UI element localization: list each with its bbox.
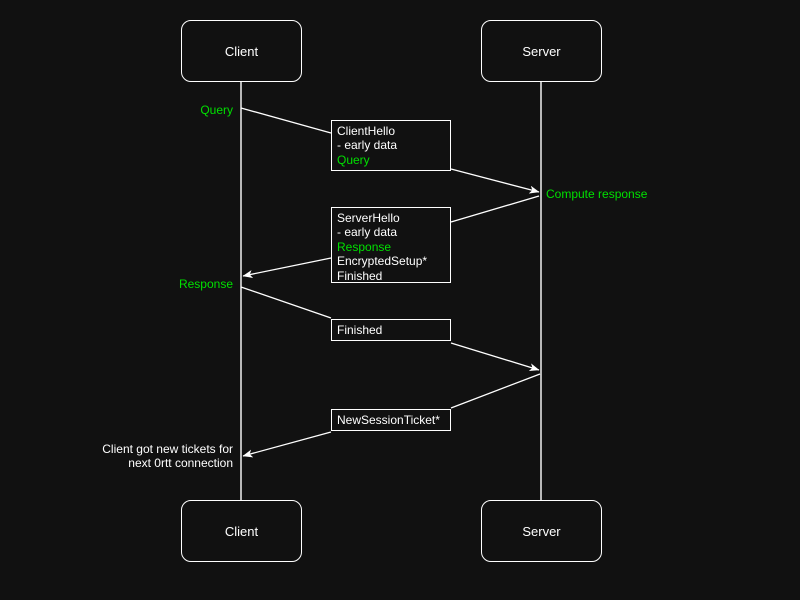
annotation-client-tickets-line-2: next 0rtt connection (128, 456, 233, 471)
arrow-client-hello-in (450, 168, 540, 194)
message-line: EncryptedSetup* (337, 254, 428, 269)
actor-label-server-top: Server (522, 43, 561, 59)
message-line: Finished (337, 323, 383, 337)
message-line: ClientHello (337, 124, 396, 138)
message-line: ServerHello (337, 211, 400, 225)
actor-label-server-bottom: Server (522, 523, 561, 539)
annotation-client-tickets: Client got new tickets for next 0rtt con… (61, 442, 233, 471)
message-box-server-hello: ServerHello - early data Response Encryp… (331, 207, 451, 283)
message-box-new-session-ticket: NewSessionTicket* (331, 409, 451, 431)
arrow-finished-in (450, 342, 540, 372)
message-line: Finished (337, 268, 383, 283)
message-box-finished: Finished (331, 319, 451, 341)
arrow-new-session-ticket-out (450, 373, 541, 409)
annotation-compute-response: Compute response (546, 187, 647, 201)
actor-box-server-bottom: Server (481, 500, 602, 562)
arrow-client-hello-out (240, 107, 332, 134)
message-line: Response (337, 239, 392, 254)
annotation-response: Response (121, 277, 233, 291)
actor-label-client-bottom: Client (224, 523, 259, 539)
annotation-client-tickets-line-1: Client got new tickets for (102, 442, 233, 456)
arrow-server-hello-in (242, 257, 332, 279)
message-line: - early data (337, 138, 398, 153)
annotation-query-line: Query (200, 103, 233, 117)
annotation-response-line: Response (178, 277, 233, 291)
arrow-finished-out (240, 286, 332, 319)
actor-box-client-top: Client (181, 20, 302, 82)
message-line: Query (337, 152, 370, 167)
arrow-server-hello-out (450, 195, 540, 223)
actor-box-client-bottom: Client (181, 500, 302, 562)
annotation-compute-response-line: Compute response (546, 187, 648, 201)
message-line: - early data (337, 225, 398, 240)
annotation-query: Query (121, 103, 233, 117)
actor-box-server-top: Server (481, 20, 602, 82)
arrow-new-session-ticket-in (242, 431, 332, 458)
actor-label-client-top: Client (224, 43, 259, 59)
message-line: NewSessionTicket* (337, 413, 440, 427)
message-box-client-hello: ClientHello - early data Query (331, 120, 451, 171)
